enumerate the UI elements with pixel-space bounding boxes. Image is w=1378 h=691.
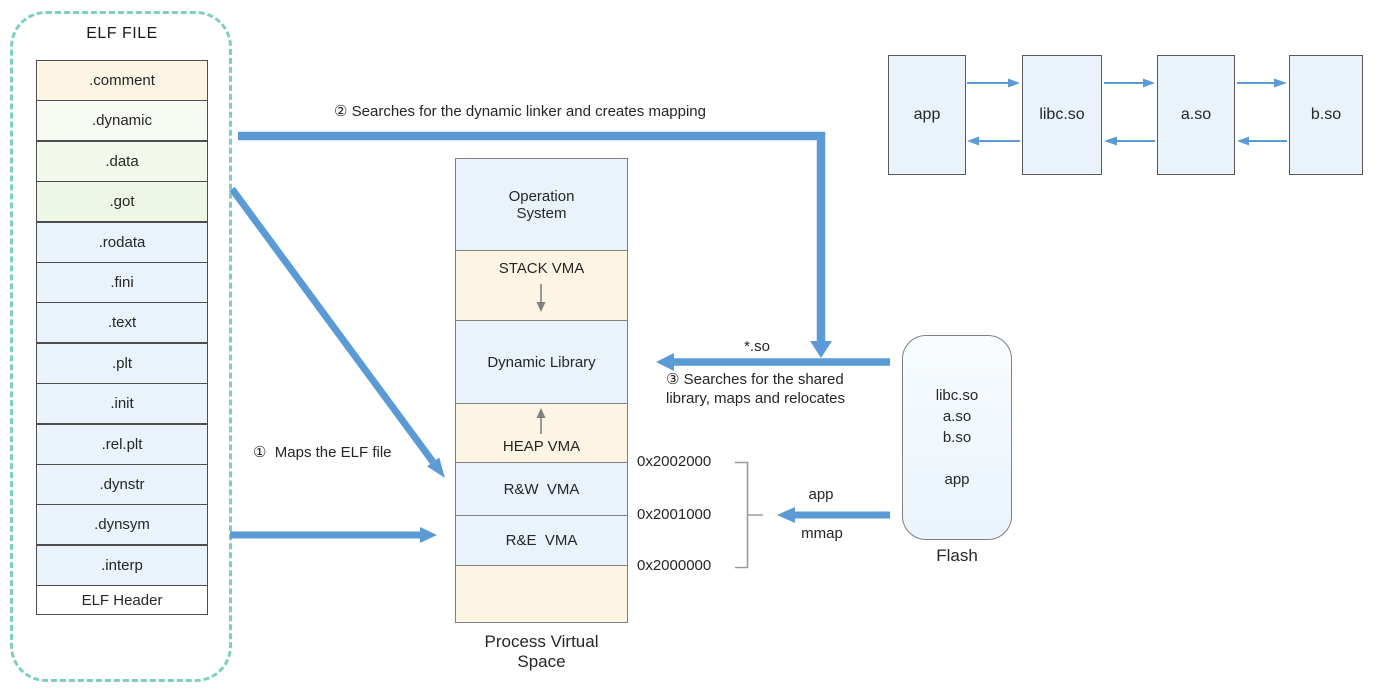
elf-section-dynsym: .dynsym [36, 504, 208, 545]
elf-section-dynamic: .dynamic [36, 100, 208, 141]
address-0x2000000: 0x2000000 [637, 557, 712, 574]
elf-section-plt: .plt [36, 343, 208, 384]
chain-arrow-forward-2 [1104, 78, 1155, 88]
segment-dynamic-library: Dynamic Library [455, 320, 628, 404]
chain-box-b-so: b.so [1289, 55, 1363, 175]
chain-arrow-back-2 [1104, 136, 1155, 146]
flash-box: libc.so a.so b.so app [902, 335, 1012, 540]
step2-label: ② Searches for the dynamic linker and cr… [334, 103, 706, 120]
address-0x2001000: 0x2001000 [637, 506, 712, 523]
elf-section-data: .data [36, 141, 208, 182]
chain-box-libc-so: libc.so [1022, 55, 1102, 175]
chain-arrow-back-3 [1237, 136, 1287, 146]
elf-section-interp: .interp [36, 545, 208, 586]
flash-caption: Flash [936, 546, 978, 565]
segment-empty [455, 565, 628, 623]
so-wildcard-label: *.so [744, 338, 770, 355]
arrow-dynsym-map [230, 527, 437, 543]
elf-section-fini: .fini [36, 262, 208, 303]
step1-label: ① Maps the ELF file [253, 444, 392, 461]
app-arrow-label: app [808, 486, 834, 503]
elf-section-init: .init [36, 383, 208, 424]
chain-arrow-forward-3 [1237, 78, 1287, 88]
elf-section-dynstr: .dynstr [36, 464, 208, 505]
elf-section-rodata: .rodata [36, 222, 208, 263]
segment-rw-vma: R&W VMA [455, 462, 628, 516]
elf-section-got: .got [36, 181, 208, 222]
arrow-mmap [777, 507, 890, 523]
elf-section-rel-plt: .rel.plt [36, 424, 208, 465]
segment-operation-system: Operation System [455, 158, 628, 251]
address-brace [735, 461, 763, 569]
process-space-caption: Process Virtual Space [484, 632, 599, 671]
elf-section-header: ELF Header [36, 585, 208, 615]
chain-box-a-so: a.so [1157, 55, 1235, 175]
mmap-arrow-label: mmap [801, 525, 843, 542]
arrow-step1-diagonal [229, 186, 445, 478]
segment-stack-vma: STACK VMA [455, 250, 628, 321]
elf-file-title: ELF FILE [86, 25, 158, 42]
chain-arrow-back-1 [967, 136, 1020, 146]
chain-box-app: app [888, 55, 966, 175]
segment-re-vma: R&E VMA [455, 515, 628, 566]
segment-heap-vma: HEAP VMA [455, 403, 628, 463]
address-0x2002000: 0x2002000 [637, 453, 712, 470]
elf-section-text: .text [36, 302, 208, 343]
step3-label: ③ Searches for the shared library, maps … [666, 371, 845, 407]
chain-arrow-forward-1 [967, 78, 1020, 88]
elf-section-comment: .comment [36, 60, 208, 101]
